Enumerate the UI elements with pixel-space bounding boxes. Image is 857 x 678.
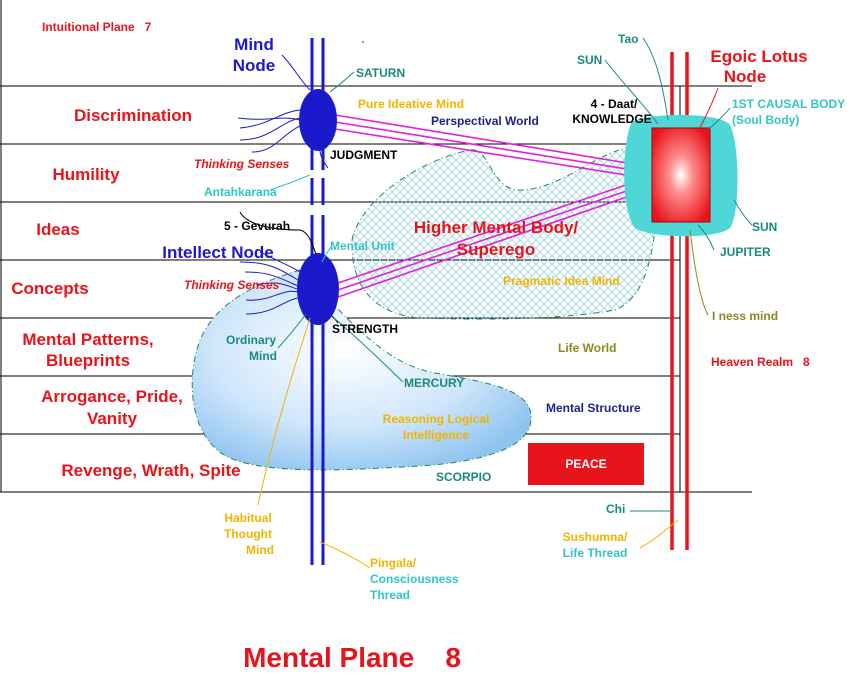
- mind-node-label-1: Mind: [234, 35, 274, 54]
- row-label-humility: Humility: [52, 165, 120, 184]
- mercury-label: MERCURY: [404, 376, 464, 390]
- habitual-label-1: Habitual: [224, 511, 271, 525]
- thinking-senses-label-1: Thinking Senses: [194, 157, 290, 171]
- pure-ideative-mind-label: Pure Ideative Mind: [358, 97, 464, 111]
- sun-top-label: SUN: [577, 53, 602, 67]
- magenta-connection-lines: [334, 114, 671, 298]
- higher-mental-body-label-2: Superego: [457, 240, 535, 259]
- row-label-revenge: Revenge, Wrath, Spite: [61, 461, 240, 480]
- antahkarana-label: Antahkarana: [204, 185, 277, 199]
- iness-mind-label: I ness mind: [712, 309, 778, 323]
- row-label-arrogance-1: Arrogance, Pride,: [41, 387, 183, 406]
- higher-mental-body-label-1: Higher Mental Body/: [414, 218, 579, 237]
- peace-box: [528, 443, 644, 485]
- ordinary-mind-label-1: Ordinary: [226, 333, 276, 347]
- pingala-label-2: Consciousness: [370, 572, 459, 586]
- thinking-senses-lines: [237, 109, 301, 315]
- judgment-label: JUDGMENT: [330, 148, 398, 162]
- heaven-realm-label: Heaven Realm 8: [711, 355, 810, 369]
- strength-label: STRENGTH: [332, 322, 398, 336]
- intellect-node-label: Intellect Node: [162, 243, 273, 262]
- egoic-lotus-label-2: Node: [724, 67, 767, 86]
- daat-label-2: KNOWLEDGE: [572, 112, 651, 126]
- svg-text:': ': [362, 40, 364, 51]
- causal-body-label-1: 1ST CAUSAL BODY: [732, 97, 845, 111]
- sushumna-label-1: Sushumna/: [563, 530, 628, 544]
- pragmatic-idea-mind-label: Pragmatic Idea Mind: [503, 274, 620, 288]
- habitual-label-3: Mind: [246, 543, 274, 557]
- mind-node-label-2: Node: [233, 56, 276, 75]
- row-label-mental-patterns-1: Mental Patterns,: [22, 330, 153, 349]
- pingala-label-1: Pingala/: [370, 556, 417, 570]
- gevurah-label: 5 - Gevurah: [224, 219, 290, 233]
- perspectival-world-label: Perspectival World: [431, 114, 539, 128]
- chi-label: Chi: [606, 502, 625, 516]
- life-world-label: Life World: [558, 341, 616, 355]
- egoic-lotus-label-1: Egoic Lotus: [710, 47, 807, 66]
- daat-label-1: 4 - Daat/: [591, 97, 638, 111]
- jupiter-label: JUPITER: [720, 245, 771, 259]
- intuitional-plane-label: Intuitional Plane 7: [42, 20, 152, 34]
- row-label-mental-patterns-2: Blueprints: [46, 351, 130, 370]
- pingala-label-3: Thread: [370, 588, 410, 602]
- saturn-label: SATURN: [356, 66, 405, 80]
- lower-mental-body-shape: [191, 269, 532, 471]
- row-label-arrogance-2: Vanity: [87, 409, 138, 428]
- scorpio-label: SCORPIO: [436, 470, 491, 484]
- reasoning-label-2: Intelligence: [403, 428, 469, 442]
- reasoning-label-1: Reasoning Logical: [383, 412, 490, 426]
- row-label-concepts: Concepts: [11, 279, 88, 298]
- habitual-label-2: Thought: [224, 527, 272, 541]
- ordinary-mind-label-2: Mind: [249, 349, 277, 363]
- sun-right-label: SUN: [752, 220, 777, 234]
- sushumna-label-2: Life Thread: [563, 546, 628, 560]
- page-title: Mental Plane 8: [243, 642, 461, 673]
- thinking-senses-label-2: Thinking Senses: [184, 278, 280, 292]
- mental-structure-label: Mental Structure: [546, 401, 641, 415]
- peace-label: PEACE: [565, 457, 606, 471]
- leader-lines: [239, 37, 753, 569]
- row-label-ideas: Ideas: [36, 220, 79, 239]
- mind-node-ellipse: [299, 89, 337, 151]
- egoic-lotus-box: [651, 127, 711, 223]
- intellect-node-ellipse: [297, 253, 339, 325]
- mental-unit-label: Mental Unit: [330, 239, 395, 253]
- tao-label: Tao: [618, 32, 638, 46]
- causal-body-label-2: (Soul Body): [732, 113, 799, 127]
- row-label-discrimination: Discrimination: [74, 106, 192, 125]
